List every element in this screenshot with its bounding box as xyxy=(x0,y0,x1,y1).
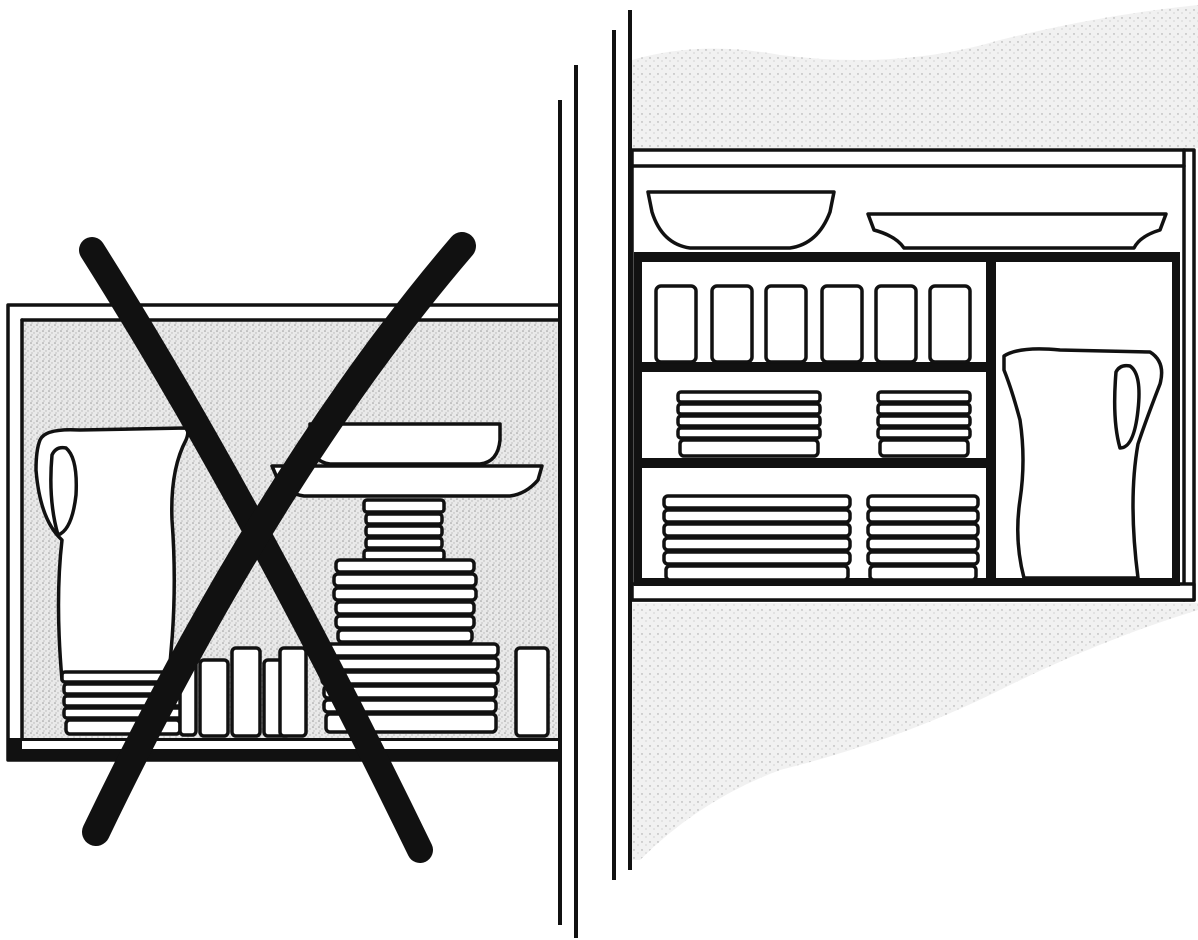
right-plate-stack-mid-right xyxy=(878,392,970,456)
wall-texture-top xyxy=(632,5,1198,148)
left-plate-stack-top xyxy=(364,500,444,560)
wall-texture-bottom xyxy=(632,603,1198,860)
left-cabinet xyxy=(8,246,560,850)
organizer-divider xyxy=(986,252,996,586)
right-plate-stack-bottom-right xyxy=(868,496,978,580)
right-cabinet xyxy=(614,5,1198,880)
organizer-shelf-lower xyxy=(640,458,990,468)
right-plate-stack-bottom-left xyxy=(664,496,850,580)
right-serving-platter xyxy=(868,214,1166,248)
organizer-top-shelf xyxy=(634,252,1174,262)
right-plate-stack-mid-left xyxy=(678,392,820,456)
left-divider xyxy=(560,65,576,938)
right-bowl xyxy=(648,192,834,248)
right-cabinet-bottom-shelf xyxy=(632,584,1194,600)
